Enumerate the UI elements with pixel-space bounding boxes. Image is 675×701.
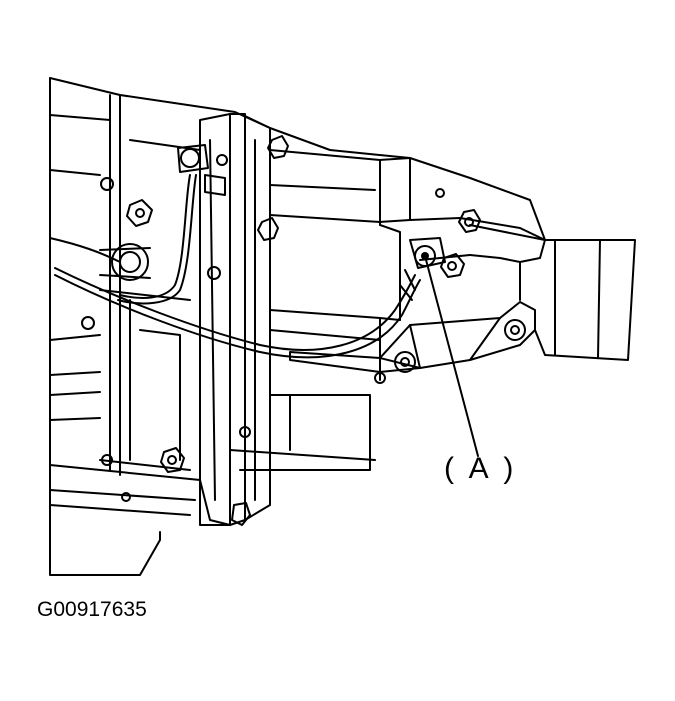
pipe-fitting-lower	[100, 244, 150, 280]
callout-leader-line	[425, 256, 478, 456]
figure-id: G00917635	[37, 598, 147, 621]
case-upper-section	[230, 150, 545, 470]
rear-extension	[420, 225, 635, 360]
wire-harness	[50, 175, 420, 357]
transmission-housing	[50, 78, 545, 575]
bolt	[82, 136, 480, 525]
pipe-fitting-upper	[178, 145, 225, 195]
mount-bracket	[290, 302, 535, 372]
sensor-connector	[400, 238, 445, 300]
flange-plate	[200, 114, 270, 525]
callout-label-a: ( A )	[444, 452, 518, 485]
